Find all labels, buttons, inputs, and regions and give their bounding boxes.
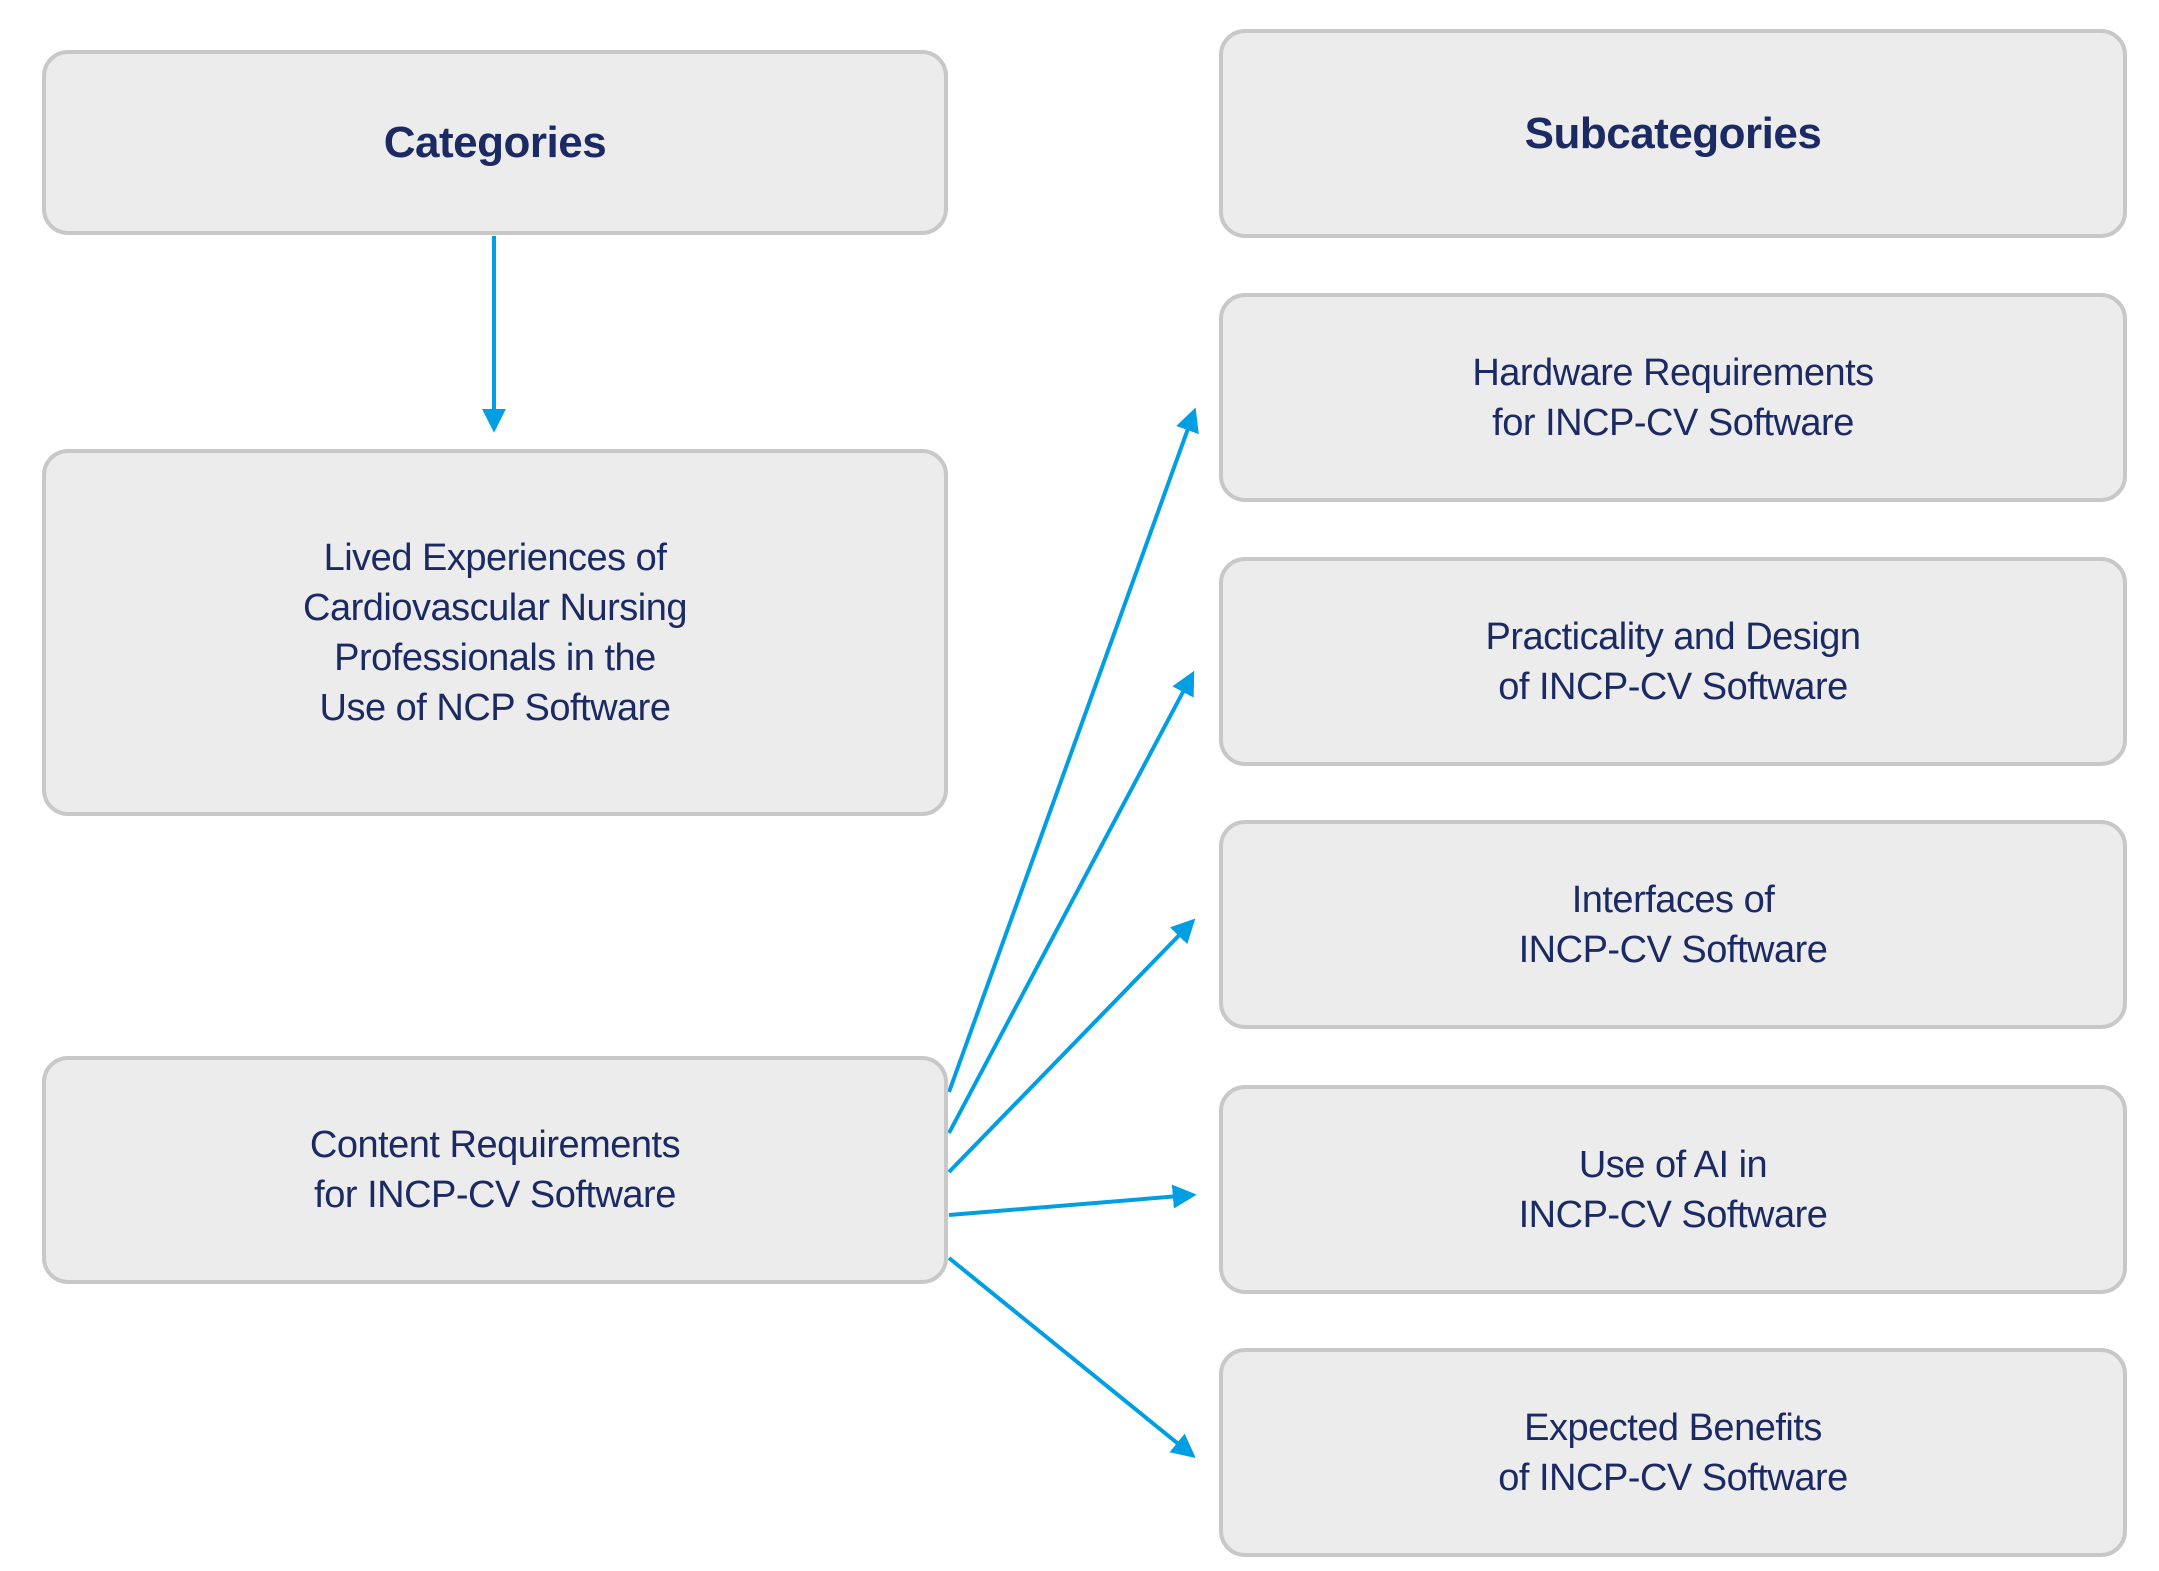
subcategory-label: Practicality and Design of INCP-CV Softw… [1485, 615, 1861, 708]
categories-header-label: Categories [383, 117, 607, 167]
subcategory-label: Expected Benefits of INCP-CV Software [1498, 1406, 1848, 1499]
arrow-to-expected-benefits [947, 1256, 1196, 1459]
subcategories-header-label: Subcategories [1524, 108, 1822, 158]
categories-header: Categories [42, 50, 948, 235]
subcategory-interfaces: Interfaces of INCP-CV Software [1219, 820, 2127, 1029]
subcategory-label: Hardware Requirements for INCP-CV Softwa… [1472, 351, 1874, 444]
subcategory-practicality-design: Practicality and Design of INCP-CV Softw… [1219, 557, 2127, 766]
category-content-requirements: Content Requirements for INCP-CV Softwar… [42, 1056, 948, 1284]
subcategory-label: Use of AI in INCP-CV Software [1518, 1143, 1828, 1236]
category-label: Lived Experiences of Cardiovascular Nurs… [303, 536, 687, 729]
arrow-to-practicality [947, 670, 1195, 1134]
arrow-to-use-of-ai [948, 1184, 1197, 1217]
arrow-to-interfaces [947, 918, 1196, 1174]
subcategories-header: Subcategories [1219, 29, 2127, 238]
category-label: Content Requirements for INCP-CV Softwar… [309, 1124, 681, 1216]
arrow-to-hardware [947, 407, 1199, 1093]
category-lived-experiences: Lived Experiences of Cardiovascular Nurs… [42, 449, 948, 816]
subcategory-use-of-ai: Use of AI in INCP-CV Software [1219, 1085, 2127, 1294]
subcategory-expected-benefits: Expected Benefits of INCP-CV Software [1219, 1348, 2127, 1557]
subcategory-label: Interfaces of INCP-CV Software [1518, 878, 1828, 971]
subcategory-hardware-requirements: Hardware Requirements for INCP-CV Softwa… [1219, 293, 2127, 502]
